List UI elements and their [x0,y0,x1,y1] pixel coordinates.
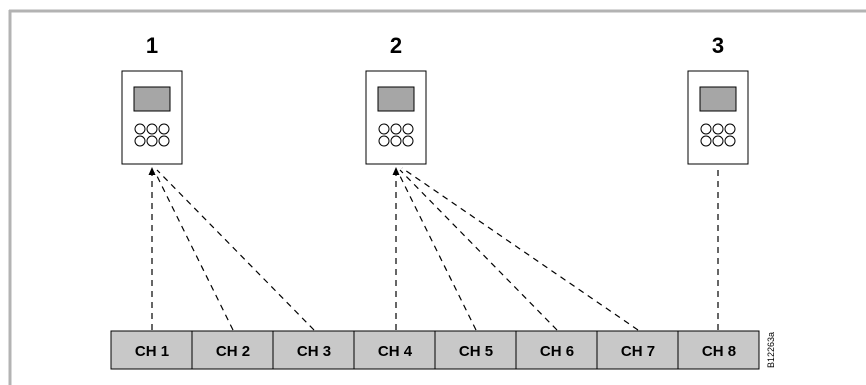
device-buttons [700,123,736,147]
link-ch6-controller2 [399,169,558,331]
controller-device-1 [121,70,183,165]
arrowheads [148,167,400,175]
channel-label-5: CH 5 [459,343,493,360]
device-screen [699,86,737,112]
link-ch3-controller1 [156,169,315,331]
channel-label-8: CH 8 [702,343,736,360]
device-screen [377,86,415,112]
arrowhead-controller-1 [148,167,156,175]
channel-label-2: CH 2 [216,343,250,360]
arrowhead-controller-2 [392,167,400,175]
channel-label-4: CH 4 [378,343,413,360]
controller-number-3: 3 [712,33,724,58]
device-buttons [378,123,414,147]
device-buttons [134,123,170,147]
link-lines [151,166,719,331]
controller-device-2 [365,70,427,165]
controller-number-1: 1 [146,33,158,58]
channel-label-7: CH 7 [621,343,655,360]
channel-label-3: CH 3 [297,343,331,360]
channel-label-1: CH 1 [135,343,169,360]
device-screen [133,86,171,112]
channel-label-6: CH 6 [540,343,574,360]
channel-bar [110,330,760,370]
controller-number-2: 2 [390,33,402,58]
figure-code: B12263a [766,332,776,368]
link-ch5-controller2 [397,171,477,331]
link-ch2-controller1 [154,171,234,331]
link-ch7-controller2 [401,167,639,331]
controller-device-3 [687,70,749,165]
